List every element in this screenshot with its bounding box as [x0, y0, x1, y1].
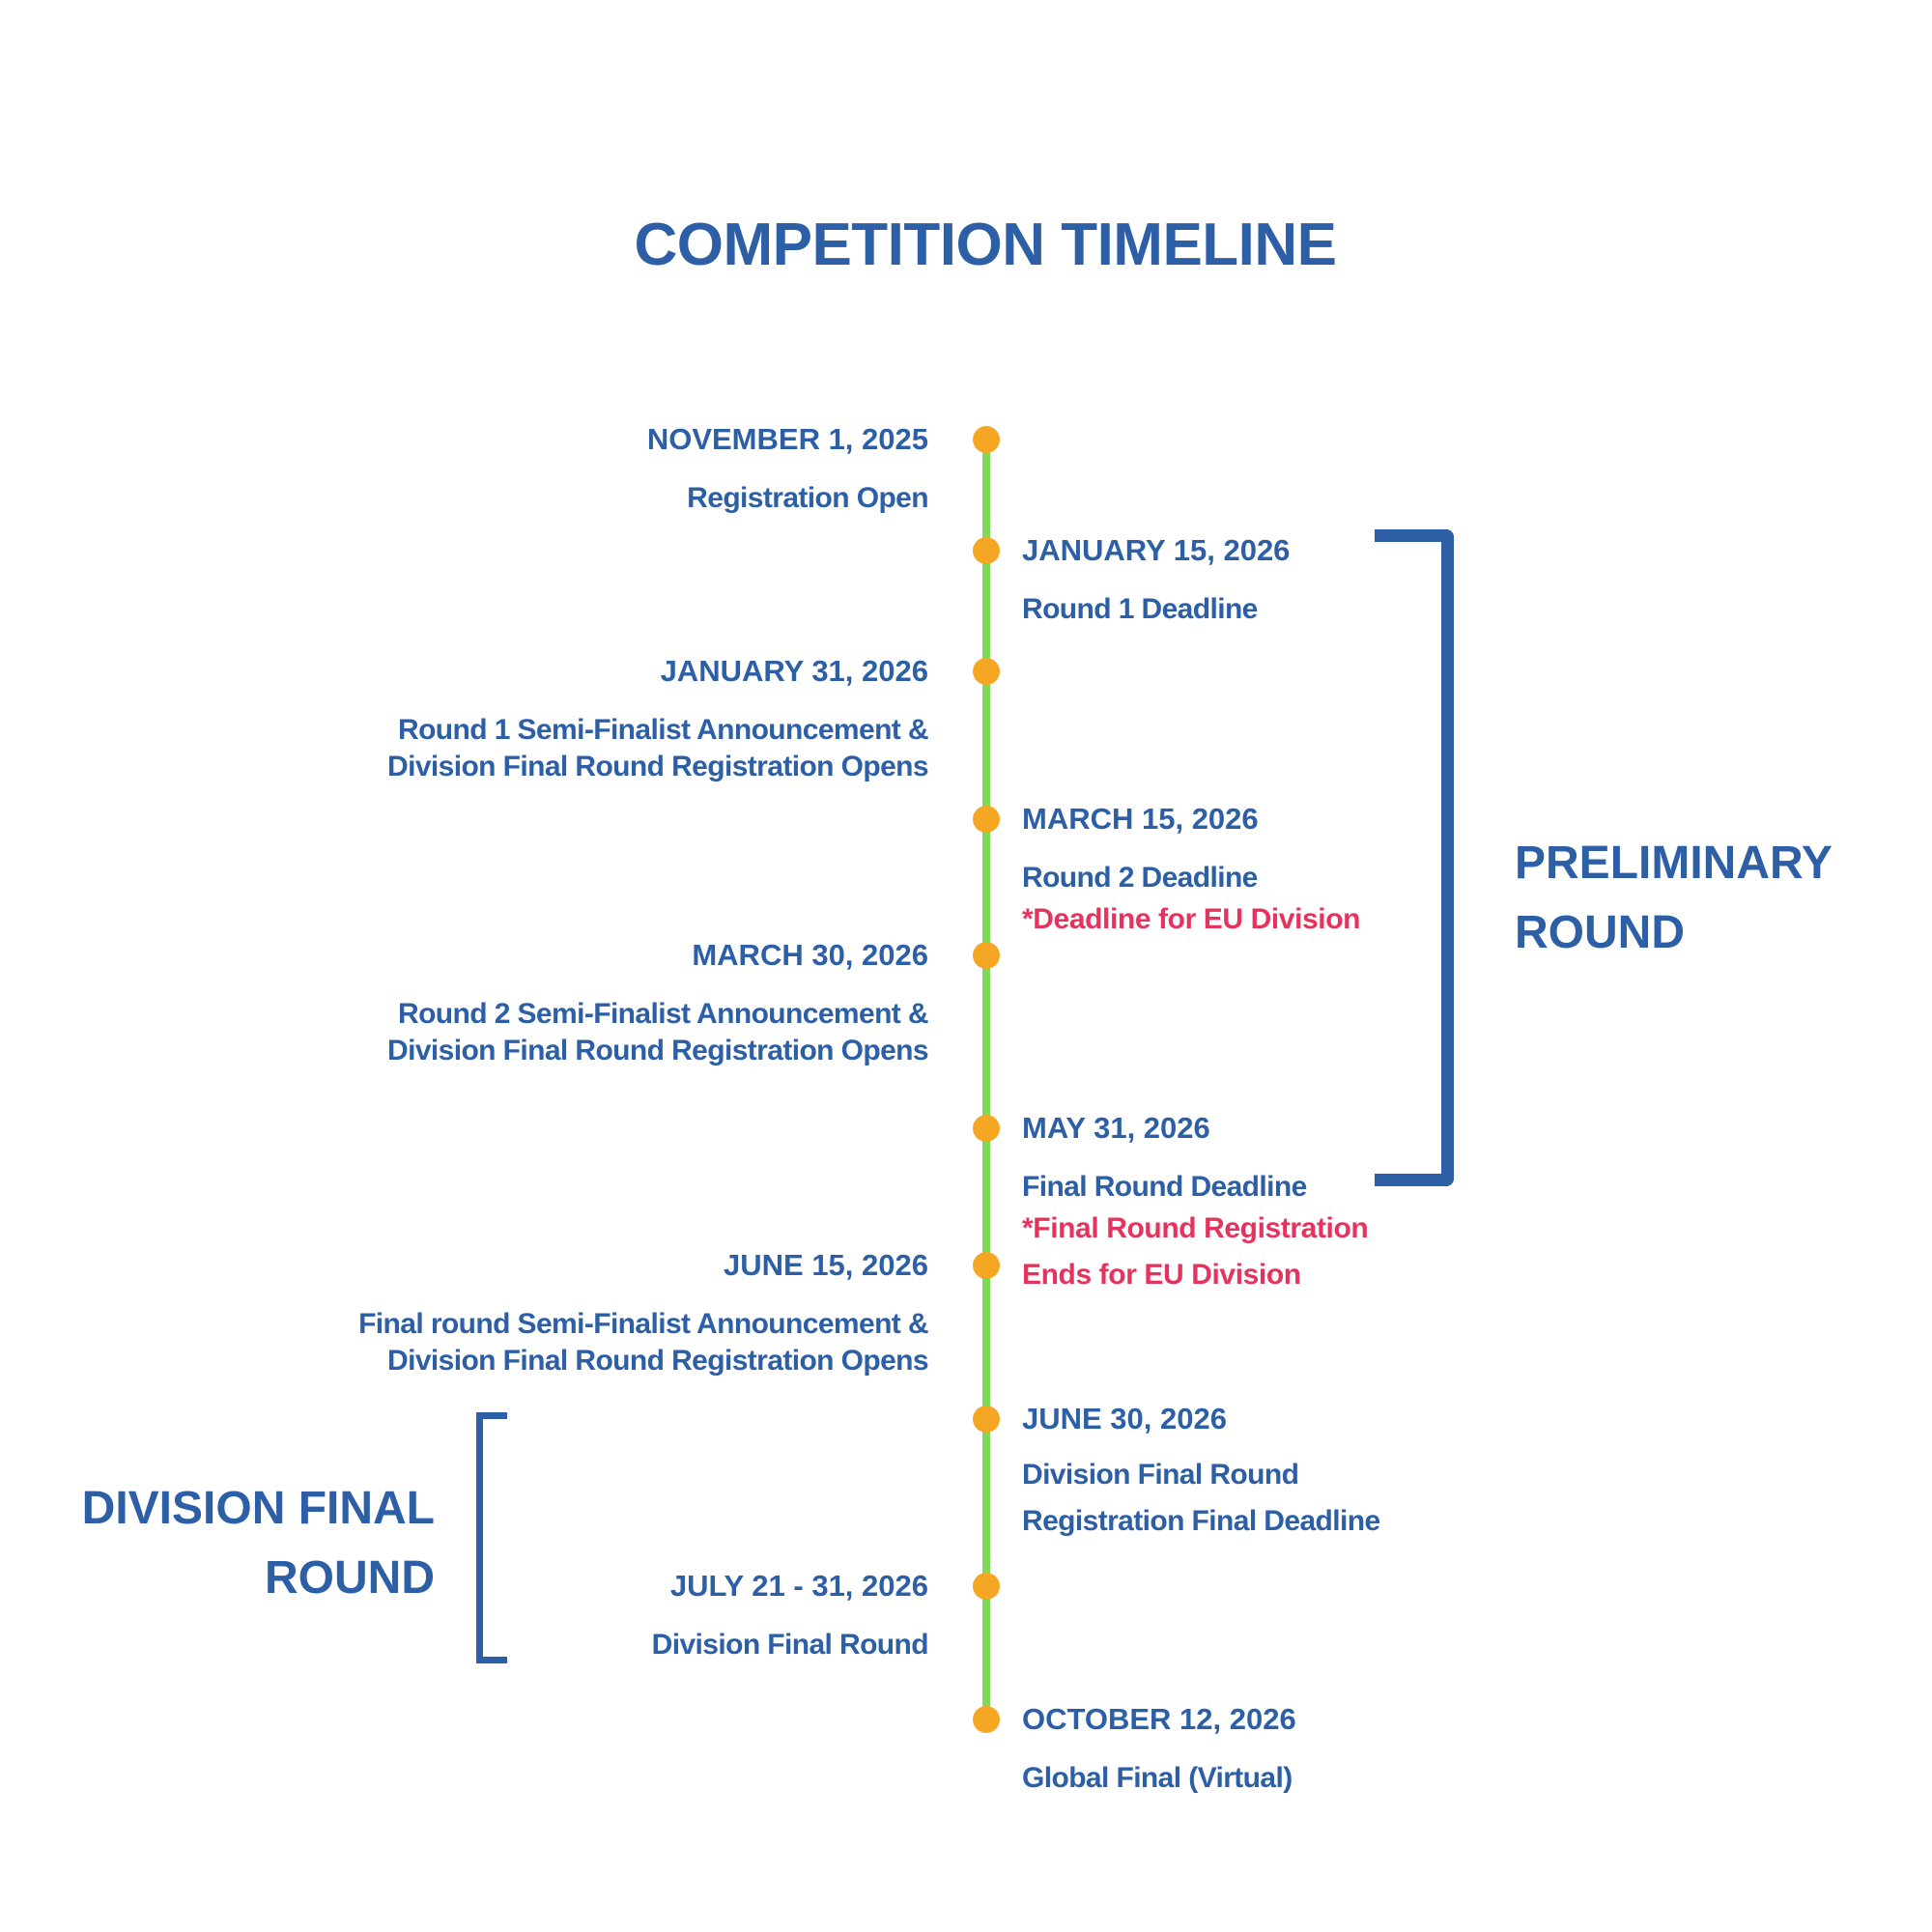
event-description: Final round Semi-Finalist Announcement &… — [358, 1306, 929, 1379]
event-description-line: Division Final Round Registration Opens — [387, 1035, 929, 1066]
event-date: MARCH 15, 2026 — [1022, 802, 1259, 836]
event-description-line: Round 1 Deadline — [1022, 593, 1258, 625]
timeline-event-jan-31-2026: JANUARY 31, 2026 Round 1 Semi-Finalist A… — [387, 654, 929, 785]
timeline-dot-oct-12-2026 — [973, 1706, 1000, 1733]
phase-label-line: PRELIMINARY — [1515, 838, 1833, 889]
phase-label-line: DIVISION FINAL — [81, 1483, 435, 1534]
timeline-axis-line — [982, 437, 990, 1710]
event-description: Round 2 Deadline — [1022, 860, 1360, 896]
timeline-event-nov-1-2025: NOVEMBER 1, 2025 Registration Open — [646, 422, 929, 517]
event-description-line: Division Final Round Registration Opens — [387, 1345, 929, 1377]
timeline-dot-mar-30-2026 — [973, 942, 1000, 969]
timeline-event-oct-12-2026: OCTOBER 12, 2026 Global Final (Virtual) — [1022, 1702, 1296, 1797]
event-date: JANUARY 15, 2026 — [1022, 533, 1291, 567]
event-description-line: Division Final Round Registration Opens — [387, 751, 929, 782]
timeline-event-jan-15-2026: JANUARY 15, 2026 Round 1 Deadline — [1022, 533, 1290, 628]
timeline-event-may-31-2026: MAY 31, 2026 Final Round Deadline *Final… — [1022, 1111, 1369, 1298]
preliminary-round-bracket — [1375, 529, 1454, 1186]
timeline-event-jun-30-2026: JUNE 30, 2026 Division Final Round Regis… — [1022, 1402, 1380, 1545]
event-description-line: Final round Semi-Finalist Announcement & — [358, 1308, 929, 1340]
event-note-line: *Deadline for EU Division — [1022, 903, 1361, 935]
phase-label-line: ROUND — [1515, 907, 1685, 958]
event-description-line: Round 2 Deadline — [1022, 862, 1258, 894]
event-date: MARCH 30, 2026 — [692, 938, 928, 972]
timeline-dot-jan-31-2026 — [973, 658, 1000, 685]
page-title: COMPETITION TIMELINE — [634, 212, 1337, 278]
event-description-line: Global Final (Virtual) — [1022, 1762, 1293, 1794]
event-date: JANUARY 31, 2026 — [660, 654, 928, 688]
event-description: Division Final Round Registration Final … — [1022, 1452, 1380, 1545]
event-description: Round 1 Deadline — [1022, 591, 1290, 628]
event-description: Registration Open — [647, 480, 928, 517]
event-description: Global Final (Virtual) — [1022, 1760, 1296, 1797]
timeline-dot-may-31-2026 — [973, 1115, 1000, 1142]
timeline-event-mar-15-2026: MARCH 15, 2026 Round 2 Deadline *Deadlin… — [1022, 802, 1360, 943]
division-final-round-bracket — [476, 1412, 507, 1663]
event-description-line: Registration Final Deadline — [1022, 1505, 1380, 1537]
event-description-line: Final Round Deadline — [1022, 1171, 1307, 1203]
event-description: Division Final Round — [651, 1627, 929, 1663]
event-description: Round 1 Semi-Finalist Announcement & Div… — [387, 712, 929, 785]
division-final-round-label: DIVISION FINAL ROUND — [82, 1474, 435, 1613]
event-date: OCTOBER 12, 2026 — [1022, 1702, 1296, 1736]
event-description-line: Round 1 Semi-Finalist Announcement & — [398, 714, 929, 746]
timeline-dot-jul-21-31-2026 — [973, 1573, 1000, 1600]
timeline-dot-mar-15-2026 — [973, 806, 1000, 833]
event-description-line: Registration Open — [687, 482, 928, 514]
timeline-dot-jun-15-2026 — [973, 1252, 1000, 1279]
event-date: NOVEMBER 1, 2025 — [646, 422, 928, 456]
timeline-event-jul-21-31-2026: JULY 21 - 31, 2026 Division Final Round — [651, 1569, 929, 1663]
event-description-line: Round 2 Semi-Finalist Announcement & — [398, 998, 929, 1030]
phase-label-line: ROUND — [265, 1552, 435, 1604]
timeline-dot-jan-15-2026 — [973, 537, 1000, 564]
timeline-event-jun-15-2026: JUNE 15, 2026 Final round Semi-Finalist … — [358, 1248, 929, 1379]
event-date: JULY 21 - 31, 2026 — [669, 1569, 928, 1603]
event-description-line: Division Final Round — [1022, 1459, 1299, 1491]
event-note-line: *Final Round Registration — [1022, 1212, 1369, 1244]
event-note-line: Ends for EU Division — [1022, 1259, 1301, 1291]
event-note: *Final Round Registration Ends for EU Di… — [1022, 1206, 1369, 1298]
timeline-dot-nov-1-2025 — [973, 426, 1000, 453]
timeline-dot-jun-30-2026 — [973, 1406, 1000, 1433]
event-description: Round 2 Semi-Finalist Announcement & Div… — [387, 996, 929, 1069]
event-note: *Deadline for EU Division — [1022, 896, 1360, 943]
preliminary-round-label: PRELIMINARY ROUND — [1515, 829, 1833, 968]
event-date: JUNE 15, 2026 — [724, 1248, 928, 1282]
event-description-line: Division Final Round — [651, 1629, 929, 1661]
event-date: MAY 31, 2026 — [1022, 1111, 1210, 1145]
event-date: JUNE 30, 2026 — [1022, 1402, 1227, 1435]
event-description: Final Round Deadline — [1022, 1169, 1368, 1206]
timeline-event-mar-30-2026: MARCH 30, 2026 Round 2 Semi-Finalist Ann… — [387, 938, 929, 1069]
